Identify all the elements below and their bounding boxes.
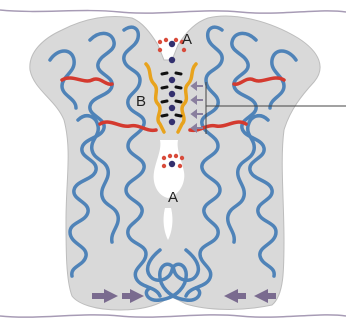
label-site-b: B (136, 93, 146, 110)
label-site-a-bottom: A (168, 189, 178, 206)
label-site-a-top: A (182, 31, 192, 48)
membrane-line-top (0, 10, 346, 13)
membrane-line-bottom (0, 315, 346, 317)
